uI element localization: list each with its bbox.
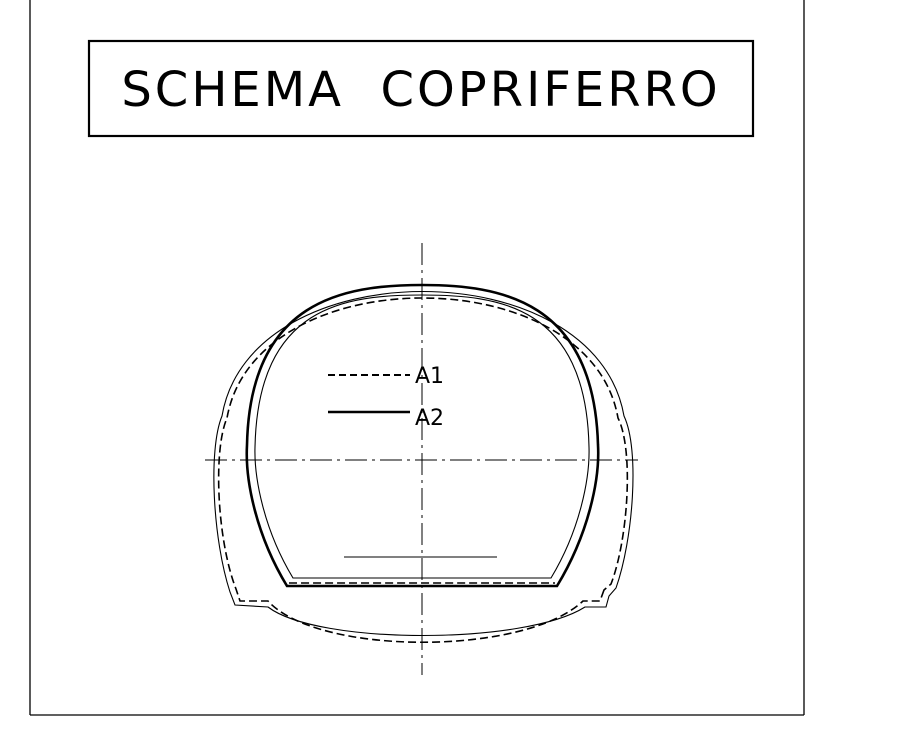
tunnel-section: [205, 243, 638, 675]
legend-a1-label: A1: [415, 364, 444, 389]
legend: A1 A2: [328, 364, 444, 431]
a2-inner-solid-line: [245, 283, 600, 588]
centerlines: [205, 243, 638, 675]
outer-lining-line: [213, 291, 634, 636]
inner-thin-line: [254, 294, 590, 579]
title-text: SCHEMA COPRIFERRO: [121, 62, 720, 118]
a1-outer-dashed-line: [217, 297, 629, 644]
legend-a2-label: A2: [415, 406, 444, 431]
sheet-border: [29, 0, 805, 716]
title-box: SCHEMA COPRIFERRO: [87, 39, 755, 138]
